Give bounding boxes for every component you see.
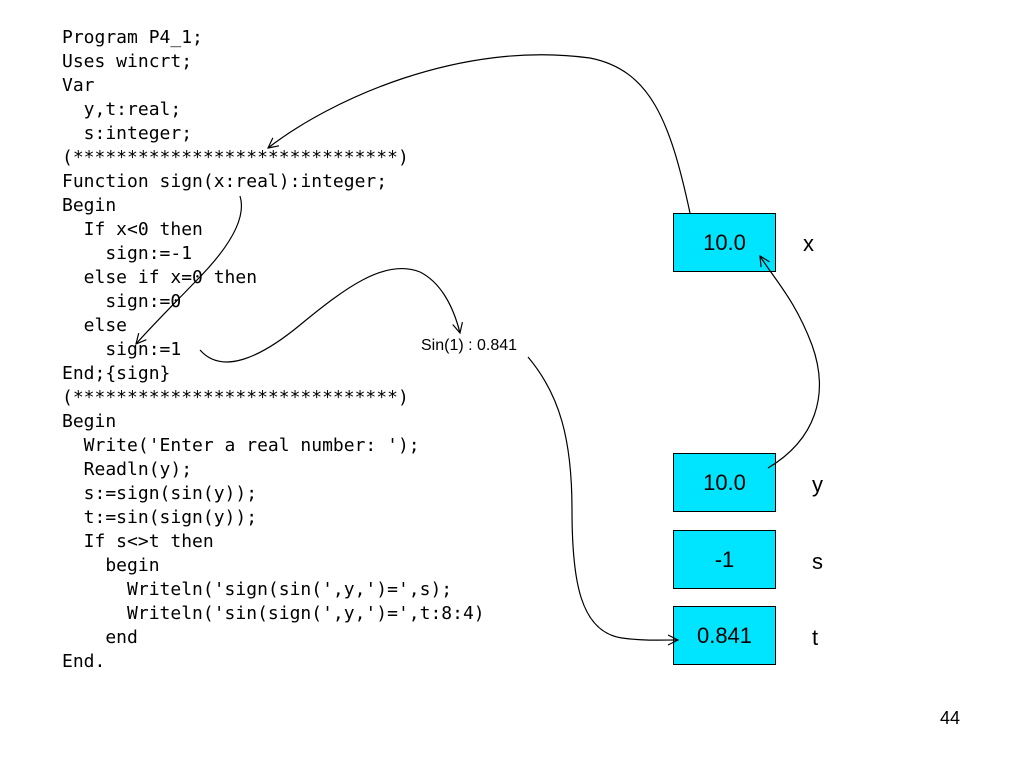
- code-line: t:=sin(sign(y));: [62, 507, 258, 528]
- variable-value-y: 10.0: [703, 469, 746, 495]
- code-line: else: [62, 315, 128, 336]
- code-line: (******************************): [62, 387, 409, 408]
- sin-annotation: Sin(1) : 0.841: [421, 337, 518, 354]
- variable-label-s: s: [812, 549, 823, 574]
- variable-label-y: y: [812, 472, 823, 497]
- variable-value-t: 0.841: [696, 622, 753, 648]
- code-line: Var: [62, 75, 95, 96]
- variable-value-x: 10.0: [703, 229, 746, 255]
- code-line: else if x=0 then: [62, 267, 258, 288]
- arrow-annotation-to-box-t: [527, 356, 678, 640]
- code-line: Begin: [62, 195, 117, 216]
- code-line: sign:=0: [62, 291, 182, 312]
- code-line: End.: [62, 651, 106, 672]
- code-line: begin: [62, 555, 160, 576]
- variable-box-t: 0.841: [673, 606, 776, 665]
- code-line: Writeln('sin(sign(',y,')=',t:8:4): [62, 603, 485, 624]
- variable-box-x: 10.0: [673, 213, 776, 272]
- code-line: If x<0 then: [62, 219, 203, 240]
- code-line: y,t:real;: [62, 99, 182, 120]
- code-line: s:integer;: [62, 123, 193, 144]
- code-line: Uses wincrt;: [62, 51, 193, 72]
- variable-box-s: -1: [673, 530, 776, 589]
- code-line: Program P4_1;: [62, 27, 203, 48]
- variable-box-y: 10.0: [673, 453, 776, 512]
- code-line: End;{sign}: [62, 363, 171, 384]
- code-line: s:=sign(sin(y));: [62, 483, 258, 504]
- code-line: Function sign(x:real):integer;: [62, 171, 388, 192]
- code-line: sign:=-1: [62, 243, 193, 264]
- code-line: end: [62, 627, 138, 648]
- variable-value-s: -1: [714, 546, 735, 572]
- arrow-box-y-to-box-x: [760, 256, 820, 469]
- variable-label-t: t: [812, 625, 819, 650]
- code-line: Begin: [62, 411, 117, 432]
- code-line: (******************************): [62, 147, 409, 168]
- code-line: Write('Enter a real number: ');: [62, 435, 420, 456]
- code-line: If s<>t then: [62, 531, 214, 552]
- code-line: Writeln('sign(sin(',y,')=',s);: [62, 579, 453, 600]
- code-line: Readln(y);: [62, 459, 193, 480]
- page-number: 44: [940, 708, 961, 728]
- variable-label-x: x: [803, 231, 814, 256]
